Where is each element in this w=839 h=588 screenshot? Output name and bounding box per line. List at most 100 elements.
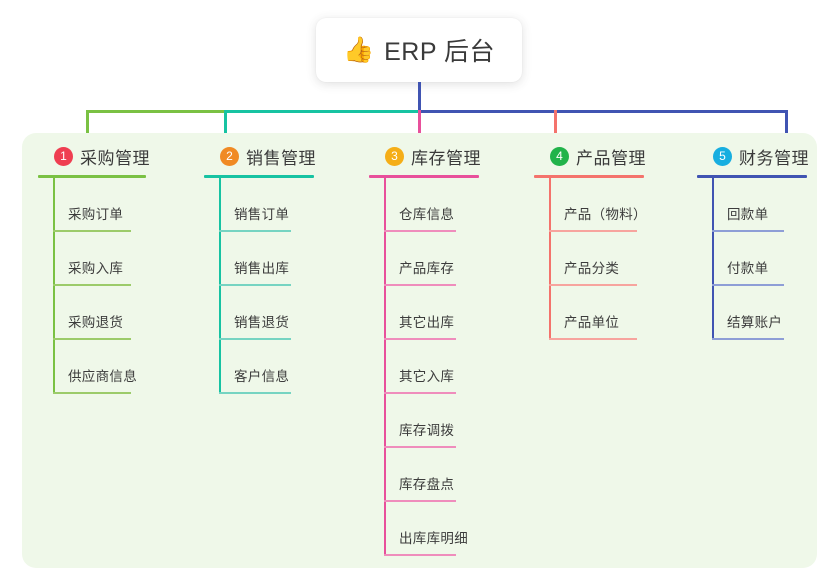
branch-item[interactable]: 销售退货: [204, 286, 354, 340]
branch-item-label: 仓库信息: [399, 207, 455, 222]
branch-spine: [53, 178, 55, 394]
branch-header-rule: [369, 175, 479, 178]
branch-column-3: 3 库存管理仓库信息产品库存其它出库其它入库库存调拨库存盘点出库库明细: [369, 143, 519, 556]
branch-item-label: 销售订单: [234, 207, 290, 222]
thumbs-up-icon: 👍: [342, 35, 375, 64]
branch-item-rule: [219, 392, 291, 394]
branch-item-label: 采购订单: [68, 207, 124, 222]
branch-spine: [384, 178, 386, 556]
branch-item-rule: [219, 338, 291, 340]
branch-title: 销售管理: [246, 148, 316, 168]
branch-item[interactable]: 其它出库: [369, 286, 519, 340]
branch-items: 采购订单采购入库采购退货供应商信息: [38, 178, 188, 394]
branch-items: 仓库信息产品库存其它出库其它入库库存调拨库存盘点出库库明细: [369, 178, 519, 556]
root-stem: [417, 82, 421, 113]
branch-item[interactable]: 产品分类: [534, 232, 684, 286]
branch-item[interactable]: 采购入库: [38, 232, 188, 286]
branch-item-rule: [549, 284, 637, 286]
connector-drop-1: [85, 110, 89, 145]
branch-item-rule: [384, 230, 456, 232]
branch-title: 财务管理: [739, 148, 809, 168]
branch-item-label: 销售退货: [234, 315, 290, 330]
branch-header-rule: [534, 175, 644, 178]
branch-item-rule: [384, 392, 456, 394]
branch-title: 库存管理: [411, 148, 481, 168]
connector-bar-3: [417, 110, 557, 113]
branch-item-rule: [712, 284, 784, 286]
branch-item[interactable]: 产品单位: [534, 286, 684, 340]
branch-item[interactable]: 结算账户: [697, 286, 837, 340]
branch-item-rule: [53, 284, 131, 286]
branch-spine: [549, 178, 551, 340]
branch-item-rule: [53, 392, 131, 394]
branch-items: 销售订单销售出库销售退货客户信息: [204, 178, 354, 394]
root-node[interactable]: 👍 ERP 后台: [316, 18, 522, 82]
branch-item-label: 库存调拨: [399, 423, 455, 438]
branch-header-rule: [38, 175, 146, 178]
branch-header-rule: [697, 175, 807, 178]
branch-item[interactable]: 其它入库: [369, 340, 519, 394]
branch-item[interactable]: 采购退货: [38, 286, 188, 340]
branch-item-label: 销售出库: [234, 261, 290, 276]
branch-item-rule: [219, 284, 291, 286]
branch-item[interactable]: 产品（物料）: [534, 178, 684, 232]
branch-item-label: 客户信息: [234, 369, 290, 384]
branch-index-badge: 2: [220, 146, 239, 166]
branch-index-badge: 3: [385, 146, 404, 166]
branch-item-rule: [549, 230, 637, 232]
branch-item-label: 供应商信息: [68, 369, 137, 384]
branch-item[interactable]: 采购订单: [38, 178, 188, 232]
branch-item-label: 产品单位: [564, 315, 620, 330]
connector-drop-2: [223, 110, 227, 145]
branch-item-label: 产品分类: [564, 261, 620, 276]
branch-item[interactable]: 销售订单: [204, 178, 354, 232]
branch-item[interactable]: 供应商信息: [38, 340, 188, 394]
branch-item[interactable]: 库存盘点: [369, 448, 519, 502]
branch-index-badge: 1: [54, 146, 73, 166]
branch-item-rule: [384, 446, 456, 448]
branch-item-label: 回款单: [727, 207, 769, 222]
branch-header-rule: [204, 175, 314, 178]
branch-item-rule: [384, 338, 456, 340]
branch-column-2: 2 销售管理销售订单销售出库销售退货客户信息: [204, 143, 354, 394]
branch-item-rule: [712, 338, 784, 340]
branch-item[interactable]: 出库库明细: [369, 502, 519, 556]
branch-item-rule: [384, 284, 456, 286]
branch-item-rule: [219, 230, 291, 232]
connector-drop-3: [417, 110, 421, 145]
branch-header-3[interactable]: 3 库存管理: [369, 143, 519, 169]
branch-item-label: 产品（物料）: [564, 207, 647, 222]
branch-item[interactable]: 付款单: [697, 232, 837, 286]
branch-panel-background: [22, 133, 817, 568]
branch-items: 产品（物料） 产品分类产品单位: [534, 178, 684, 340]
branch-item-rule: [384, 554, 456, 556]
branch-item-rule: [53, 338, 131, 340]
branch-item-label: 采购退货: [68, 315, 124, 330]
branch-item-label: 结算账户: [727, 315, 783, 330]
connector-drop-5: [784, 110, 788, 145]
branch-item-label: 库存盘点: [399, 477, 455, 492]
branch-item-rule: [53, 230, 131, 232]
branch-item[interactable]: 仓库信息: [369, 178, 519, 232]
branch-item[interactable]: 回款单: [697, 178, 837, 232]
branch-item-rule: [712, 230, 784, 232]
branch-item-label: 付款单: [727, 261, 769, 276]
branch-spine: [712, 178, 714, 340]
branch-item[interactable]: 产品库存: [369, 232, 519, 286]
connector-bar-1: [85, 110, 227, 113]
connector-bar-2: [223, 110, 421, 113]
root-title: ERP 后台: [384, 38, 496, 66]
branch-item[interactable]: 销售出库: [204, 232, 354, 286]
branch-item[interactable]: 客户信息: [204, 340, 354, 394]
branch-spine: [219, 178, 221, 394]
branch-header-2[interactable]: 2 销售管理: [204, 143, 354, 169]
branch-title: 产品管理: [576, 148, 646, 168]
branch-item[interactable]: 库存调拨: [369, 394, 519, 448]
branch-item-rule: [549, 338, 637, 340]
connector-drop-4: [553, 110, 557, 145]
